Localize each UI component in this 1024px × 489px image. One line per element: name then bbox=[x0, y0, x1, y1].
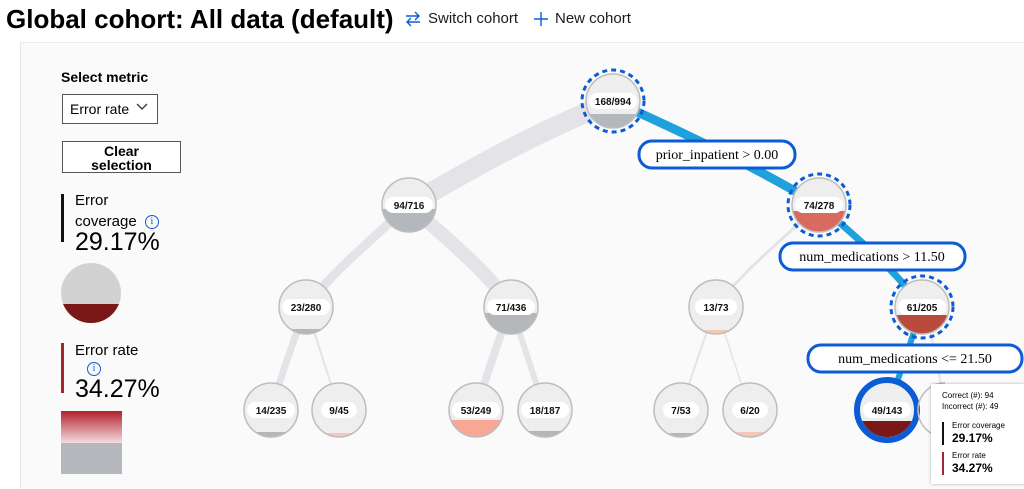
error-coverage-label-line2: coverage i bbox=[75, 211, 159, 233]
tooltip-rate-bar bbox=[942, 452, 944, 475]
header: Global cohort: All data (default) Switch… bbox=[0, 0, 1024, 40]
metric-dropdown-value: Error rate bbox=[70, 101, 130, 117]
error-coverage-pie bbox=[61, 263, 121, 323]
condition-label: num_medications <= 21.50 bbox=[806, 343, 1024, 374]
node-tooltip: Correct (#): 94 Incorrect (#): 49 Error … bbox=[931, 384, 1024, 484]
error-coverage-value: 29.17% bbox=[75, 228, 160, 256]
error-rate-value: 34.27% bbox=[75, 375, 160, 403]
node-label: 71/436 bbox=[496, 303, 527, 314]
info-icon[interactable]: i bbox=[87, 360, 101, 378]
clear-selection-button[interactable]: Clear selection bbox=[62, 141, 181, 173]
tooltip-coverage-value: 29.17% bbox=[952, 431, 993, 445]
node-label: 13/73 bbox=[703, 303, 728, 314]
node-label: 74/278 bbox=[804, 201, 835, 212]
clear-selection-label-line2: selection bbox=[91, 157, 152, 173]
condition-text: num_medications <= 21.50 bbox=[838, 352, 992, 367]
new-cohort-button[interactable]: New cohort bbox=[533, 10, 631, 27]
node-label-pills bbox=[247, 93, 946, 418]
switch-arrows-icon bbox=[404, 11, 422, 27]
chevron-down-icon bbox=[135, 100, 149, 117]
node-label: 49/143 bbox=[872, 406, 903, 417]
node-label: 9/45 bbox=[329, 406, 349, 417]
node-label: 6/20 bbox=[740, 406, 760, 417]
error-rate-bar bbox=[61, 343, 64, 393]
metric-dropdown[interactable]: Error rate bbox=[62, 94, 158, 124]
node-label: 168/994 bbox=[595, 97, 632, 108]
page-title: Global cohort: All data (default) bbox=[6, 4, 394, 34]
tooltip-incorrect: Incorrect (#): 49 bbox=[942, 402, 999, 411]
node-label: 23/280 bbox=[291, 303, 322, 314]
condition-label: prior_inpatient > 0.00 bbox=[637, 139, 797, 170]
condition-text: prior_inpatient > 0.00 bbox=[656, 148, 779, 163]
error-rate-label: Error rate bbox=[75, 342, 139, 359]
node-label: 18/187 bbox=[530, 406, 561, 417]
error-coverage-label-line1: Error bbox=[75, 192, 109, 209]
tooltip-coverage-bar bbox=[942, 422, 944, 445]
tooltip-rate-value: 34.27% bbox=[952, 461, 993, 475]
node-label: 7/53 bbox=[671, 406, 691, 417]
new-cohort-label: New cohort bbox=[555, 10, 631, 27]
error-rate-swatch bbox=[61, 411, 122, 474]
node-label: 94/716 bbox=[394, 201, 425, 212]
switch-cohort-label: Switch cohort bbox=[428, 10, 519, 27]
plus-icon bbox=[533, 11, 549, 27]
node-label: 53/249 bbox=[461, 406, 492, 417]
node-label: 61/205 bbox=[907, 303, 938, 314]
info-icon[interactable]: i bbox=[144, 215, 159, 230]
clear-selection-label-line1: Clear bbox=[103, 143, 140, 159]
node-label: 14/235 bbox=[256, 406, 287, 417]
condition-text: num_medications > 11.50 bbox=[799, 250, 944, 265]
tooltip-coverage-label: Error coverage bbox=[952, 421, 1005, 430]
select-metric-label: Select metric bbox=[61, 69, 149, 85]
tooltip-correct: Correct (#): 94 bbox=[942, 391, 994, 400]
error-coverage-label-text: coverage bbox=[75, 213, 137, 230]
tooltip-rate-label: Error rate bbox=[952, 451, 986, 460]
error-coverage-bar bbox=[61, 194, 64, 242]
switch-cohort-button[interactable]: Switch cohort bbox=[404, 10, 518, 27]
condition-label: num_medications > 11.50 bbox=[778, 241, 967, 272]
